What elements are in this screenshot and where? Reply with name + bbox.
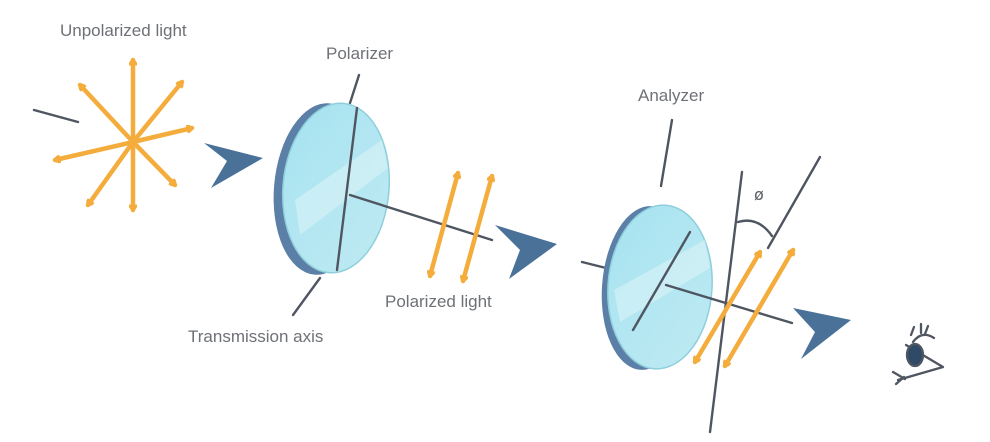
analyzer-leader (659, 118, 674, 188)
analyzer-lens (601, 204, 713, 370)
polarized-light-label: Polarized light (385, 292, 492, 311)
rotated-axis-line (766, 155, 822, 250)
ray-into-analyzer (580, 260, 608, 270)
reference-axis-line (708, 170, 744, 434)
transmission-axis-leader (291, 276, 322, 317)
analyzer-transmission-axis (631, 230, 692, 332)
polarizer-label: Polarizer (326, 44, 393, 63)
angle-arc (736, 219, 774, 238)
polarized-light-vectors (430, 170, 492, 284)
transmitted-light-vectors (692, 247, 796, 369)
unpolarized-light-star (52, 57, 195, 213)
polarizer-transmission-axis (335, 106, 359, 272)
transmission-axis-label: Transmission axis (188, 327, 323, 346)
direction-arrow-3 (793, 308, 851, 359)
polarizer-leader (348, 73, 361, 105)
incoming-ray (32, 108, 80, 124)
analyzer-label: Analyzer (638, 86, 704, 105)
direction-arrow-2 (495, 225, 557, 279)
eye-icon (891, 322, 945, 386)
unpolarized-light-label: Unpolarized light (60, 21, 187, 40)
angle-label: ø (754, 185, 764, 204)
polarizer-lens (273, 102, 391, 275)
direction-arrow-1 (204, 143, 263, 188)
